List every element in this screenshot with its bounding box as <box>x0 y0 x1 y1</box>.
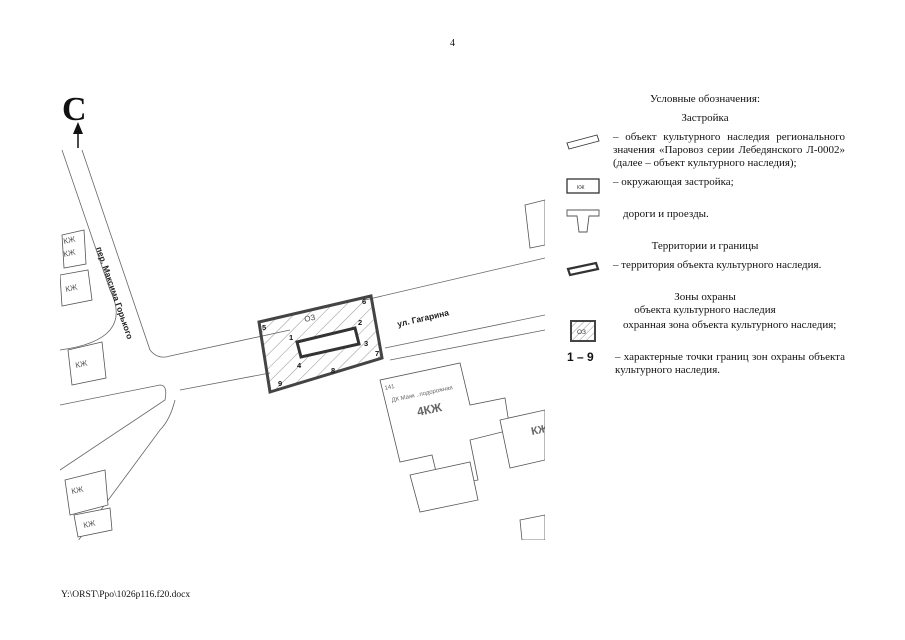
legend-text-zone: охранная зона объекта культурного наслед… <box>623 319 837 331</box>
zone-symbol-label: ОЗ <box>577 329 586 336</box>
footer-file-path: Y:\ORST\Ppo\1026p116.f20.docx <box>61 590 191 600</box>
boundary-point-6: 6 <box>362 297 366 306</box>
cultural-heritage-territory <box>295 326 361 359</box>
protection-zone-symbol-icon: ОЗ <box>565 319 613 345</box>
north-arrow-head-icon <box>73 122 83 134</box>
road-gagarina <box>179 257 545 391</box>
building-label: КЖ <box>530 423 549 438</box>
surrounding-symbol-label: КЖ <box>577 185 585 191</box>
building-label: КЖ <box>83 519 97 530</box>
legend-item-roads: дороги и проезды. <box>565 208 845 234</box>
surrounding-buildings-right <box>379 199 545 540</box>
building-label: КЖ <box>65 283 79 294</box>
boundary-point-8: 8 <box>331 366 335 375</box>
north-arrow: С <box>62 91 87 148</box>
building-label: КЖ <box>71 485 85 496</box>
legend-text-roads: дороги и проезды. <box>623 208 709 220</box>
legend-item-cultural-heritage: – объект культурного наследия региональн… <box>565 131 845 170</box>
surrounding-building-symbol-icon: КЖ <box>565 176 613 202</box>
street-label-gagarina: ул. Гагарина <box>396 307 450 329</box>
cultural-heritage-symbol-icon <box>565 131 613 157</box>
legend-text-cultural-heritage: – объект культурного наследия региональн… <box>613 131 845 169</box>
legend: Условные обозначения: Застройка – объект… <box>565 93 845 383</box>
building-number: 141 <box>384 384 396 392</box>
legend-item-points: 1 – 9 – характерные точки границ зон охр… <box>565 351 845 377</box>
territory-symbol-icon <box>565 259 613 285</box>
building-label: КЖ <box>63 235 77 246</box>
legend-text-surrounding: – окружающая застройка; <box>613 176 734 188</box>
boundary-point-2: 2 <box>358 318 362 327</box>
legend-section-zones-1: Зоны охраны <box>674 291 736 303</box>
legend-item-surrounding: КЖ – окружающая застройка; <box>565 176 845 202</box>
boundary-point-4: 4 <box>297 361 302 370</box>
legend-item-zone: ОЗ охранная зона объекта культурного нас… <box>565 319 845 345</box>
boundary-point-3: 3 <box>364 339 368 348</box>
page-number: 4 <box>450 38 455 49</box>
street-label-gorkogo: пер. Максима Горького <box>94 245 135 340</box>
north-letter: С <box>62 91 87 128</box>
boundary-point-1: 1 <box>289 333 293 342</box>
building-label: КЖ <box>75 359 89 370</box>
legend-text-territory: – территория объекта культурного наследи… <box>613 259 822 271</box>
legend-section-territory: Территории и границы <box>651 240 759 252</box>
legend-section-buildings: Застройка <box>681 112 729 124</box>
legend-section-zones-2: объекта культурного наследия <box>634 304 776 316</box>
legend-text-points: – характерные точки границ зон охраны об… <box>615 351 845 376</box>
building-label: КЖ <box>63 248 77 259</box>
zone-label: ОЗ <box>303 313 316 324</box>
surrounding-buildings-left <box>60 229 113 538</box>
legend-title: Условные обозначения: <box>649 93 761 105</box>
boundary-point-5: 5 <box>262 323 266 332</box>
boundary-points: 1 2 3 4 5 6 7 8 9 <box>262 297 379 388</box>
building-label-large: 4КЖ <box>416 400 443 419</box>
road-symbol-icon <box>565 208 613 234</box>
road-gorkogo <box>60 149 291 540</box>
boundary-point-9: 9 <box>278 379 282 388</box>
boundary-point-7: 7 <box>375 349 379 358</box>
points-symbol-label: 1 – 9 <box>567 350 594 364</box>
legend-item-territory: – территория объекта культурного наследи… <box>565 259 845 285</box>
